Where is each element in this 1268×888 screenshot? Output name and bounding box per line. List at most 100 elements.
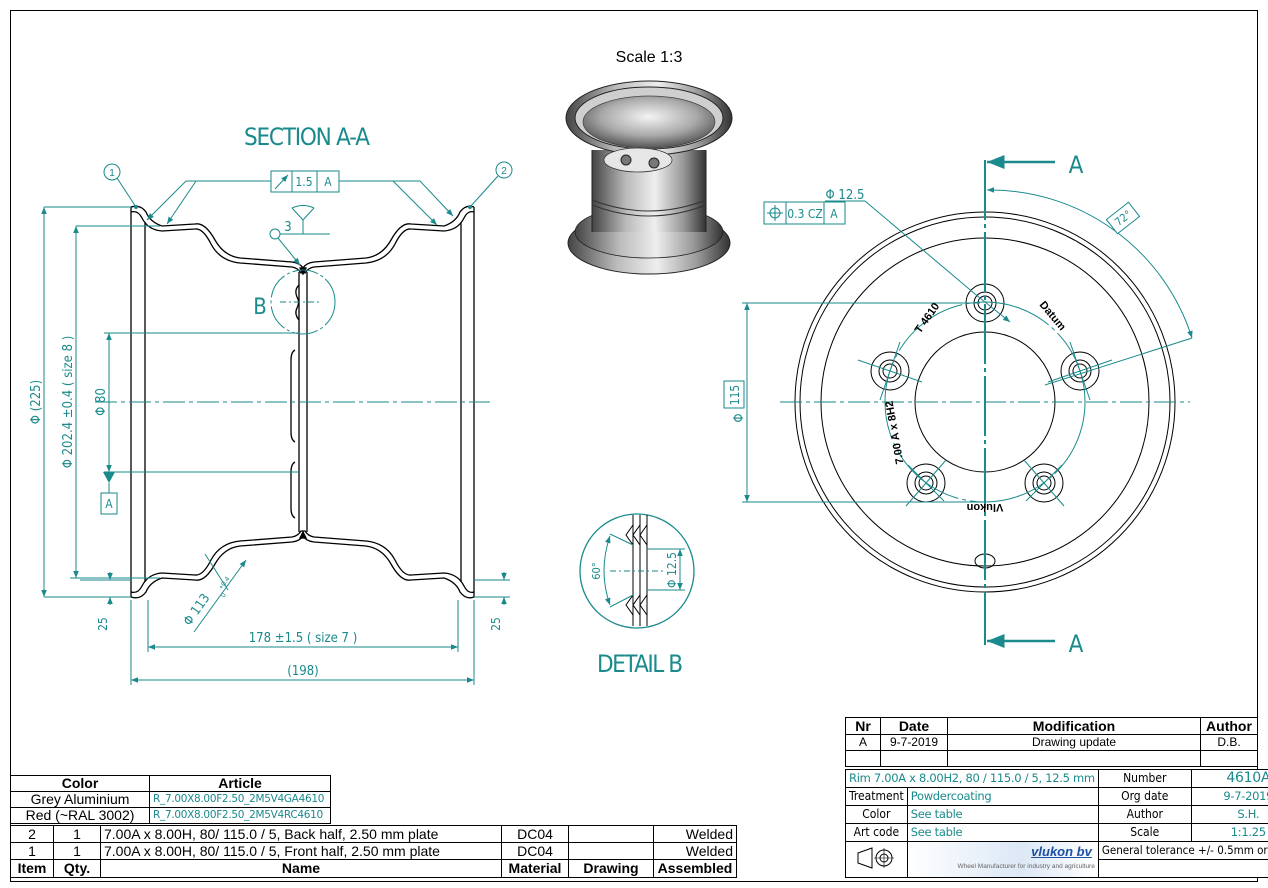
org-date-label: Org date bbox=[1097, 787, 1192, 806]
scale-view-label: Scale 1:3 bbox=[616, 49, 683, 66]
scale-value: 1:1.25 bbox=[1190, 823, 1268, 842]
table-row: 1 1 7.00A x 8.00H, 80/ 115.0 / 5, Front … bbox=[10, 842, 737, 860]
dim-outer-diameter: Φ (225) bbox=[29, 206, 131, 598]
svg-text:Φ (225): Φ (225) bbox=[29, 380, 44, 424]
treatment-value: Powdercoating bbox=[906, 787, 1099, 806]
bom-header-item: Item bbox=[10, 859, 54, 878]
svg-text:A: A bbox=[830, 207, 838, 221]
dim-bead-seat-diameter: Φ 202.4 ±0.4 ( size 8 ) bbox=[61, 225, 160, 579]
svg-text:Φ 202.4 ±0.4 ( size 8 ): Φ 202.4 ±0.4 ( size 8 ) bbox=[61, 336, 76, 469]
svg-text:Φ 80: Φ 80 bbox=[94, 388, 109, 416]
number-value: 4610A bbox=[1190, 769, 1268, 788]
svg-text:0.3 CZ: 0.3 CZ bbox=[787, 207, 823, 221]
part-description: Rim 7.00A x 8.00H2, 80 / 115.0 / 5, 12.5… bbox=[845, 769, 1099, 788]
bom-assembled: Welded bbox=[653, 842, 737, 860]
rev-date bbox=[880, 750, 948, 767]
dim-pcd: 115 Φ bbox=[723, 302, 985, 503]
position-tolerance-frame: 0.3 CZ A Φ 12.5 bbox=[763, 188, 1011, 323]
bom-drawing bbox=[568, 842, 654, 860]
rev-modification bbox=[947, 750, 1201, 767]
detail-title: DETAIL B bbox=[597, 650, 683, 678]
color-table: Color Article Grey Aluminium R_7.00X8.00… bbox=[10, 775, 331, 824]
table-row: Grey Aluminium R_7.00X8.00F2.50_2M5V4GA4… bbox=[10, 791, 331, 808]
balloon-1: 1 bbox=[103, 163, 138, 209]
svg-text:B: B bbox=[253, 295, 267, 320]
dim-flange-left: 25 bbox=[80, 572, 131, 631]
svg-text:2: 2 bbox=[501, 166, 507, 177]
bom-drawing bbox=[568, 825, 654, 843]
table-row: A 9-7-2019 Drawing update D.B. bbox=[845, 734, 1258, 751]
bom-name: 7.00A x 8.00H, 80/ 115.0 / 5, Front half… bbox=[100, 842, 502, 860]
runout-arrow-icon bbox=[274, 174, 289, 190]
rev-date: 9-7-2019 bbox=[880, 734, 948, 751]
author-label: Author bbox=[1097, 805, 1192, 824]
detail-b-callout[interactable]: B bbox=[253, 269, 336, 335]
svg-text:Φ 12.5: Φ 12.5 bbox=[665, 552, 679, 588]
bom-name: 7.00A x 8.00H, 80/ 115.0 / 5, Back half,… bbox=[100, 825, 502, 843]
treatment-label: Treatment bbox=[845, 787, 908, 806]
rev-author bbox=[1200, 750, 1258, 767]
rev-header-author: Author bbox=[1200, 717, 1258, 735]
bom-header-material: Material bbox=[501, 859, 569, 878]
bom-qty: 1 bbox=[53, 825, 101, 843]
svg-text:A: A bbox=[1069, 630, 1084, 658]
svg-text:25: 25 bbox=[489, 617, 503, 631]
rev-nr: A bbox=[845, 734, 881, 751]
svg-text:3: 3 bbox=[284, 220, 291, 235]
drawing-frame bbox=[10, 10, 1258, 882]
rev-header-modification: Modification bbox=[947, 717, 1201, 735]
stamp-size: 7.00 A x 8H2 bbox=[884, 400, 907, 465]
bom-header-assembled: Assembled bbox=[653, 859, 737, 878]
company-name: vlukon bv bbox=[1031, 844, 1092, 859]
scale-label: Scale bbox=[1097, 823, 1192, 842]
svg-text:60°: 60° bbox=[590, 562, 603, 580]
svg-text:115: 115 bbox=[728, 385, 742, 406]
stamp-brand: Vlukon bbox=[966, 501, 1003, 513]
color-name: Grey Aluminium bbox=[10, 791, 150, 808]
svg-text:178 ±1.5 ( size 7 ): 178 ±1.5 ( size 7 ) bbox=[249, 631, 358, 646]
svg-text:Φ 113: Φ 113 bbox=[181, 591, 214, 628]
rim-section-profile bbox=[130, 205, 475, 599]
stamp-part-number: T 4610 bbox=[913, 301, 942, 336]
dim-flange-right: 25 bbox=[474, 572, 510, 631]
section-arrow-top: A bbox=[987, 151, 1084, 179]
bill-of-materials: 2 1 7.00A x 8.00H, 80/ 115.0 / 5, Back h… bbox=[10, 825, 737, 878]
bom-assembled: Welded bbox=[653, 825, 737, 843]
rim-3d-render bbox=[565, 80, 733, 275]
bom-material: DC04 bbox=[501, 825, 569, 843]
general-tolerance: General tolerance +/- 0.5mm or +/- 1° bbox=[1097, 841, 1268, 860]
section-title: SECTION A-A bbox=[244, 123, 370, 151]
table-row: 2 1 7.00A x 8.00H, 80/ 115.0 / 5, Back h… bbox=[10, 825, 737, 843]
bom-item: 2 bbox=[10, 825, 54, 843]
color-label: Color bbox=[845, 805, 908, 824]
svg-text:Φ: Φ bbox=[732, 413, 747, 422]
number-label: Number bbox=[1097, 769, 1192, 788]
company-logo: vlukon bv Wheel Manufacturer for industr… bbox=[906, 841, 1099, 878]
rev-nr bbox=[845, 750, 881, 767]
dim-inner-width: 178 ±1.5 ( size 7 ) bbox=[147, 600, 459, 652]
sheet-size: A2 bbox=[1097, 859, 1268, 878]
article-header: Article bbox=[149, 775, 331, 792]
bolt-crosshairs bbox=[857, 341, 1113, 507]
svg-text:Φ 12.5: Φ 12.5 bbox=[826, 188, 865, 203]
dim-overall-width: (198) bbox=[130, 600, 475, 685]
weld-symbol: 3 bbox=[269, 205, 330, 266]
projection-symbol-icon bbox=[845, 841, 908, 878]
svg-text:1.5: 1.5 bbox=[295, 175, 312, 189]
bom-qty: 1 bbox=[53, 842, 101, 860]
revision-table: Nr Date Modification Author A 9-7-2019 D… bbox=[845, 717, 1258, 767]
company-tagline: Wheel Manufacturer for industry and agri… bbox=[957, 863, 1095, 870]
svg-text:1: 1 bbox=[109, 168, 115, 179]
svg-text:A: A bbox=[1069, 151, 1084, 179]
table-row bbox=[845, 750, 1258, 767]
title-block: Rim 7.00A x 8.00H2, 80 / 115.0 / 5, 12.5… bbox=[845, 769, 1268, 878]
art-code-value: See table bbox=[906, 823, 1099, 842]
runout-tolerance-frame: 1.5 A bbox=[146, 170, 454, 226]
bom-header-name: Name bbox=[100, 859, 502, 878]
section-arrow-bottom: A bbox=[987, 630, 1084, 658]
color-value: See table bbox=[906, 805, 1099, 824]
datum-a-label: A bbox=[105, 497, 113, 511]
rev-header-nr: Nr bbox=[845, 717, 881, 735]
color-name: Red (~RAL 3002) bbox=[10, 807, 150, 824]
